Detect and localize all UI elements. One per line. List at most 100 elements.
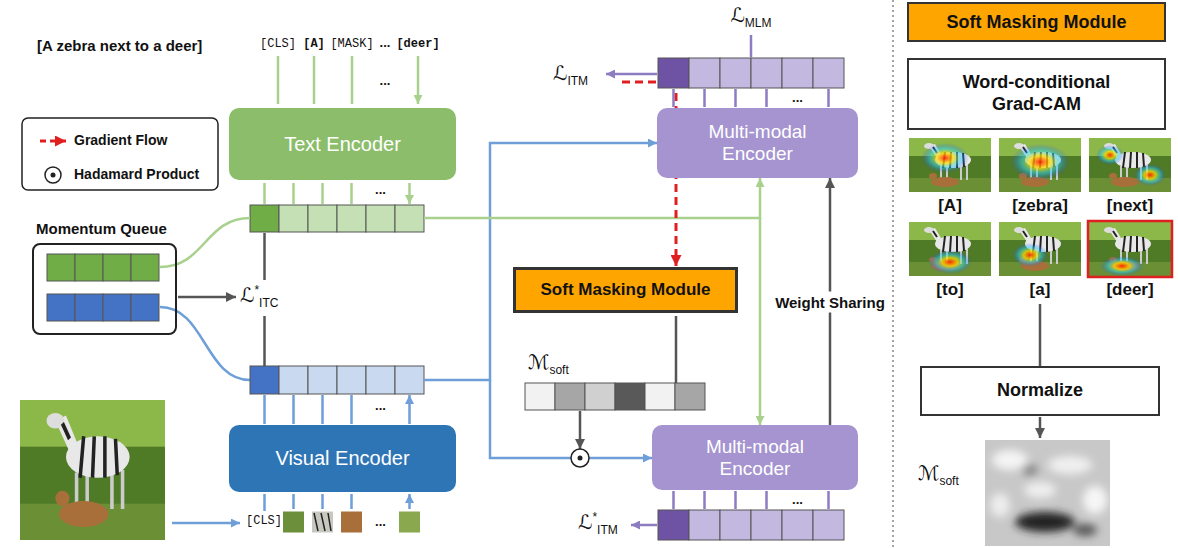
legend-text: Hadamard Product bbox=[74, 166, 199, 182]
output-arrow bbox=[631, 491, 829, 525]
output-arrow bbox=[606, 35, 829, 107]
gradcam-image bbox=[909, 138, 991, 192]
token-label: [a] bbox=[1030, 280, 1051, 300]
soft-mask-image bbox=[1024, 482, 1056, 498]
gradcam-image bbox=[1089, 222, 1171, 276]
text-feature-bar bbox=[279, 205, 308, 232]
legend-hadamard-sample bbox=[51, 173, 56, 178]
token-arrow bbox=[278, 56, 418, 104]
legend-gradient-sample bbox=[40, 141, 66, 142]
queue-image-bar bbox=[47, 294, 159, 321]
text-feature-bar bbox=[250, 205, 279, 232]
queue-link bbox=[160, 307, 250, 380]
image-feature-bar bbox=[395, 366, 424, 394]
feature-arrow bbox=[265, 395, 410, 424]
queue-box: Momentum Queue bbox=[32, 243, 177, 335]
node-text: Soft Masking Module bbox=[541, 280, 711, 300]
output-arrow bbox=[631, 491, 829, 525]
gradcam-image bbox=[999, 222, 1081, 276]
soft-mask-bar bbox=[525, 383, 705, 410]
math-symbol: ℳ bbox=[528, 350, 549, 374]
math-symbol: ℒ bbox=[730, 3, 744, 27]
ellipsis-label: ... bbox=[375, 515, 386, 528]
queue-text-bar bbox=[47, 254, 75, 281]
soft-mask-image bbox=[1083, 486, 1107, 514]
math-subscript: soft bbox=[549, 363, 568, 377]
queue-text-bar bbox=[103, 254, 131, 281]
image-feature-bar bbox=[279, 366, 308, 394]
gradcam-image bbox=[921, 143, 969, 173]
encoder-box: Multi-modal Encoder bbox=[657, 108, 858, 178]
multimodal-bottom-bar bbox=[658, 510, 689, 540]
output-arrow bbox=[606, 35, 829, 107]
ellipsis-label: ... bbox=[375, 183, 386, 196]
queue-image-bar bbox=[131, 294, 159, 321]
image-feature-wire bbox=[589, 457, 652, 460]
soft-mask-image bbox=[1022, 464, 1038, 476]
legend-frame bbox=[22, 118, 218, 190]
feature-arrow bbox=[265, 183, 410, 204]
node-text: Visual Encoder bbox=[275, 447, 409, 470]
node-text: Multi-modal Encoder bbox=[690, 436, 820, 480]
legend-hadamard-sample bbox=[45, 167, 61, 183]
edge-label: Weight Sharing bbox=[772, 291, 888, 312]
image-feature-bar bbox=[366, 366, 395, 394]
token-label: [zebra] bbox=[1012, 196, 1068, 216]
image-patch bbox=[399, 511, 421, 533]
legend-frame bbox=[22, 118, 218, 190]
feature-arrow bbox=[265, 183, 410, 204]
node-text: Text Encoder bbox=[284, 133, 401, 156]
math-symbol: ℳ bbox=[918, 461, 939, 485]
image-patch bbox=[283, 511, 305, 533]
token-label: [next] bbox=[1107, 196, 1153, 216]
legend-text: Gradient Flow bbox=[74, 132, 167, 148]
queue-text-bar bbox=[75, 254, 103, 281]
token-label: [deer] bbox=[396, 38, 439, 52]
text-feature-wire bbox=[424, 178, 760, 218]
input-photo bbox=[20, 400, 165, 540]
multimodal-top-bar bbox=[751, 58, 782, 88]
multimodal-top-bar bbox=[782, 58, 813, 88]
token-label: [A] bbox=[938, 196, 962, 216]
token-label: [CLS] bbox=[260, 38, 296, 52]
gradcam-image bbox=[909, 222, 991, 276]
ellipsis-label: ... bbox=[380, 74, 391, 87]
text-feature-bar bbox=[250, 205, 424, 232]
legend-hadamard-sample bbox=[45, 167, 61, 183]
hadamard-symbol bbox=[571, 449, 589, 467]
token-label: [to] bbox=[936, 280, 963, 300]
gradcam-image bbox=[928, 250, 972, 274]
soft-mask-bar bbox=[675, 383, 705, 410]
soft-mask-bar bbox=[585, 383, 615, 410]
soft-mask-image bbox=[1048, 456, 1092, 474]
soft-mask-image bbox=[1073, 524, 1097, 536]
itc-arrow bbox=[178, 233, 265, 366]
soft-mask-image bbox=[1015, 512, 1075, 532]
image-feature-bar bbox=[250, 366, 424, 394]
image-feature-bar bbox=[337, 366, 366, 394]
image-patch bbox=[314, 513, 331, 531]
text-feature-wire bbox=[759, 218, 762, 425]
input-arrow bbox=[172, 523, 240, 524]
node-text: Word-conditional Grad-CAM bbox=[937, 72, 1137, 115]
token-label: [A] bbox=[303, 38, 325, 52]
module-box: Soft Masking Module bbox=[907, 2, 1166, 42]
gradcam-image bbox=[1089, 138, 1171, 192]
soft-mask-image bbox=[992, 450, 1028, 470]
math-subscript: ITM bbox=[597, 523, 618, 537]
soft-mask-image bbox=[990, 493, 1010, 517]
panel-divider bbox=[892, 0, 894, 548]
patch-arrow bbox=[265, 494, 410, 511]
loss-label: ℒMLM bbox=[730, 4, 771, 31]
token-label: [deer] bbox=[1106, 280, 1153, 300]
queue-text-bar bbox=[47, 254, 159, 281]
multimodal-top-bar bbox=[720, 58, 751, 88]
token-arrow bbox=[278, 56, 418, 104]
image-patch bbox=[283, 511, 421, 533]
gradcam-image bbox=[1012, 243, 1048, 267]
node-text: Momentum Queue bbox=[36, 220, 167, 237]
hadamard-symbol bbox=[571, 449, 589, 467]
ellipsis-label: ... bbox=[380, 36, 391, 49]
process-box: Word-conditional Grad-CAM bbox=[907, 58, 1166, 130]
ellipsis-label: ... bbox=[792, 91, 803, 104]
